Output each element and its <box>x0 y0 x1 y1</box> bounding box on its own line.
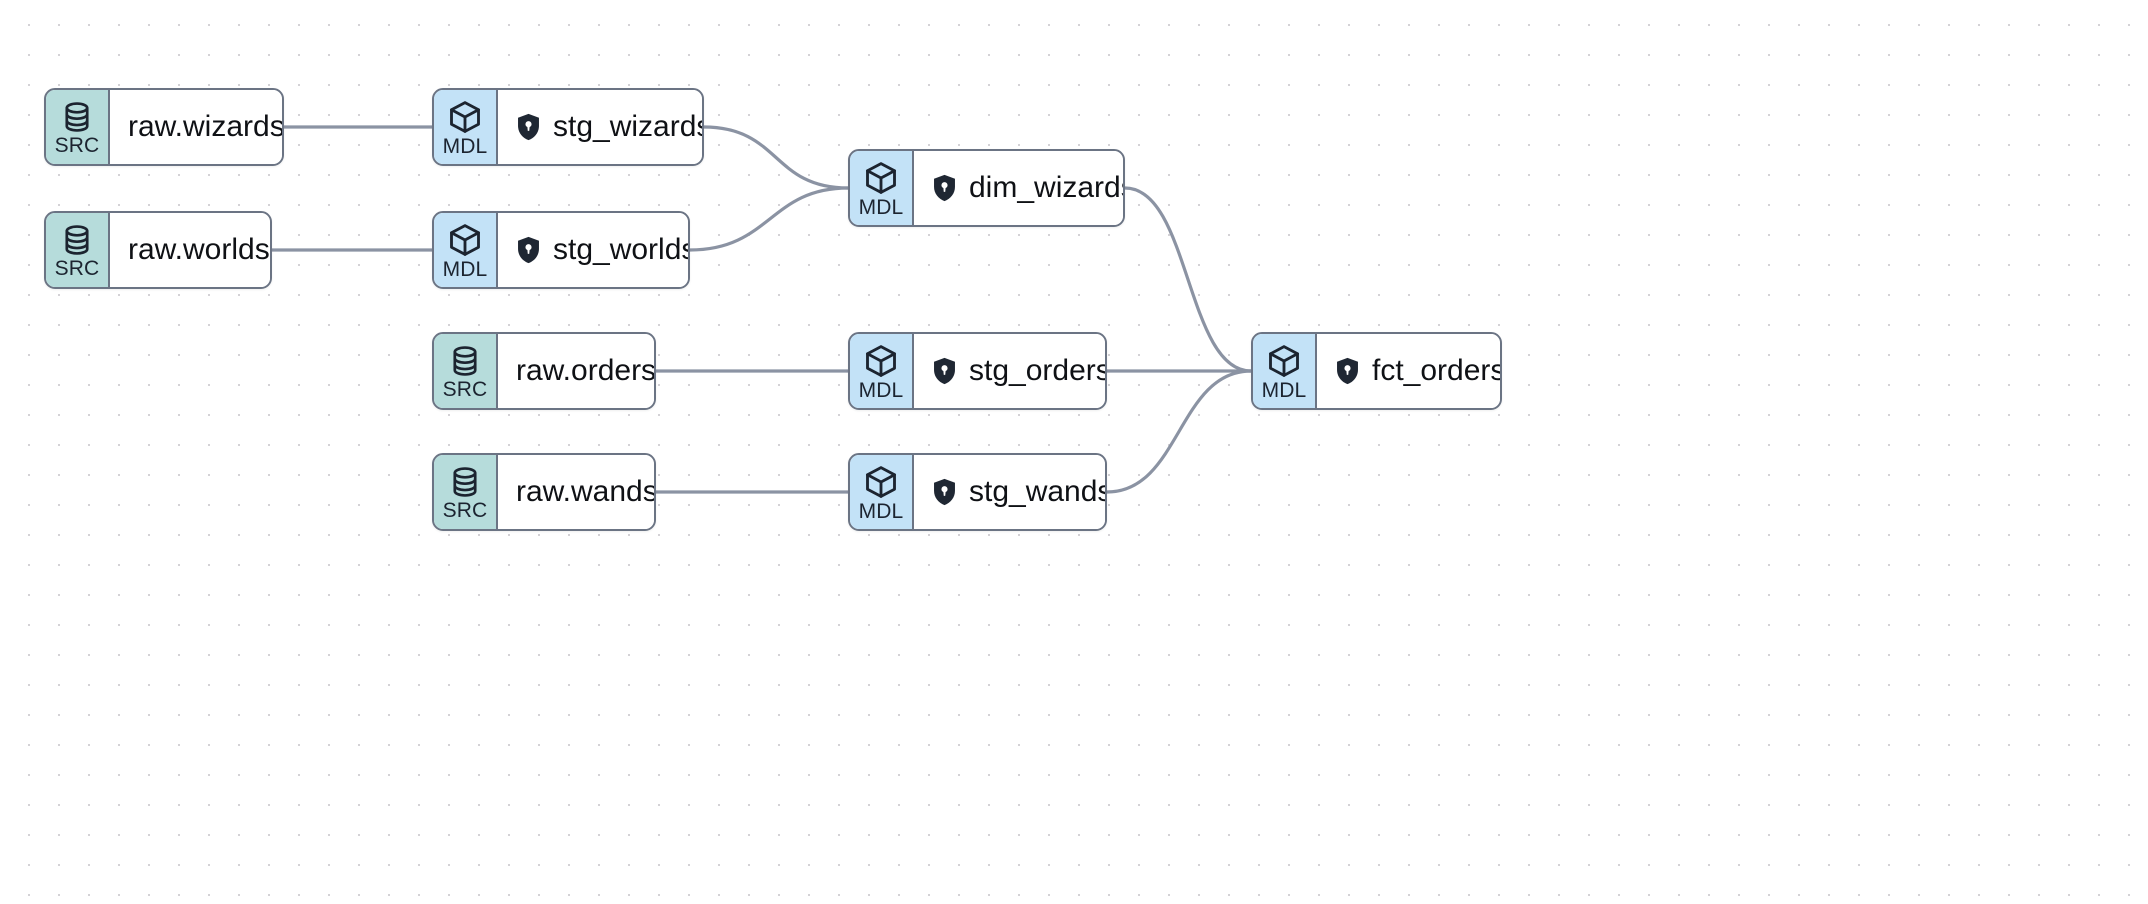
node-label: fct_orders <box>1372 354 1502 387</box>
edge-dim-wizards-to-fct-orders <box>1123 186 1253 373</box>
node-fct-orders[interactable]: MDL fct_orders <box>1251 332 1502 410</box>
node-type-badge-stg-wizards: MDL <box>434 90 498 164</box>
node-raw-wizards[interactable]: SRC raw.wizards <box>44 88 284 166</box>
badge-label: SRC <box>54 134 100 157</box>
cube-icon <box>447 99 483 135</box>
node-body-stg-worlds: stg_worlds <box>498 213 690 287</box>
node-type-badge-stg-worlds: MDL <box>434 213 498 287</box>
cube-icon <box>863 464 899 500</box>
node-stg-orders[interactable]: MDL stg_orders <box>848 332 1107 410</box>
node-label: raw.orders <box>516 354 656 387</box>
shield-lock-icon <box>1335 357 1360 385</box>
node-type-badge-stg-wands: MDL <box>850 455 914 529</box>
node-dim-wizards[interactable]: MDL dim_wizards <box>848 149 1125 227</box>
cube-icon <box>863 160 899 196</box>
node-label: dim_wizards <box>969 171 1125 204</box>
node-stg-wizards[interactable]: MDL stg_wizards <box>432 88 704 166</box>
shield-lock-icon <box>516 236 541 264</box>
node-type-badge-raw-wizards: SRC <box>46 90 110 164</box>
badge-label: SRC <box>442 499 488 522</box>
badge-label: MDL <box>858 500 904 523</box>
cube-icon <box>863 343 899 379</box>
node-type-badge-dim-wizards: MDL <box>850 151 914 225</box>
database-icon <box>448 344 482 378</box>
node-raw-wands[interactable]: SRC raw.wands <box>432 453 656 531</box>
database-icon <box>60 223 94 257</box>
node-label: raw.worlds <box>128 233 270 266</box>
node-label: raw.wizards <box>128 110 284 143</box>
edge-stg-wizards-to-dim-wizards <box>702 125 850 190</box>
node-type-badge-raw-orders: SRC <box>434 334 498 408</box>
node-body-stg-orders: stg_orders <box>914 334 1107 408</box>
node-label: raw.wands <box>516 475 656 508</box>
node-raw-orders[interactable]: SRC raw.orders <box>432 332 656 410</box>
node-label: stg_orders <box>969 354 1107 387</box>
node-body-fct-orders: fct_orders <box>1317 334 1502 408</box>
node-type-badge-fct-orders: MDL <box>1253 334 1317 408</box>
shield-lock-icon <box>516 113 541 141</box>
node-body-raw-wands: raw.wands <box>498 455 656 529</box>
node-label: stg_wands <box>969 475 1107 508</box>
node-body-stg-wizards: stg_wizards <box>498 90 704 164</box>
badge-label: MDL <box>442 135 488 158</box>
node-type-badge-raw-worlds: SRC <box>46 213 110 287</box>
node-stg-wands[interactable]: MDL stg_wands <box>848 453 1107 531</box>
badge-label: MDL <box>1261 379 1307 402</box>
badge-label: MDL <box>442 258 488 281</box>
badge-label: SRC <box>442 378 488 401</box>
badge-label: MDL <box>858 196 904 219</box>
node-body-raw-wizards: raw.wizards <box>110 90 284 164</box>
edge-stg-worlds-to-dim-wizards <box>688 186 850 252</box>
badge-label: SRC <box>54 257 100 280</box>
database-icon <box>60 100 94 134</box>
node-label: stg_wizards <box>553 110 704 143</box>
shield-lock-icon <box>932 478 957 506</box>
node-type-badge-raw-wands: SRC <box>434 455 498 529</box>
node-stg-worlds[interactable]: MDL stg_worlds <box>432 211 690 289</box>
node-type-badge-stg-orders: MDL <box>850 334 914 408</box>
shield-lock-icon <box>932 357 957 385</box>
database-icon <box>448 465 482 499</box>
node-body-raw-worlds: raw.worlds <box>110 213 270 287</box>
shield-lock-icon <box>932 174 957 202</box>
node-body-raw-orders: raw.orders <box>498 334 656 408</box>
badge-label: MDL <box>858 379 904 402</box>
node-body-dim-wizards: dim_wizards <box>914 151 1125 225</box>
edge-stg-wands-to-fct-orders <box>1105 369 1253 494</box>
cube-icon <box>1266 343 1302 379</box>
node-body-stg-wands: stg_wands <box>914 455 1107 529</box>
node-label: stg_worlds <box>553 233 690 266</box>
node-raw-worlds[interactable]: SRC raw.worlds <box>44 211 272 289</box>
cube-icon <box>447 222 483 258</box>
